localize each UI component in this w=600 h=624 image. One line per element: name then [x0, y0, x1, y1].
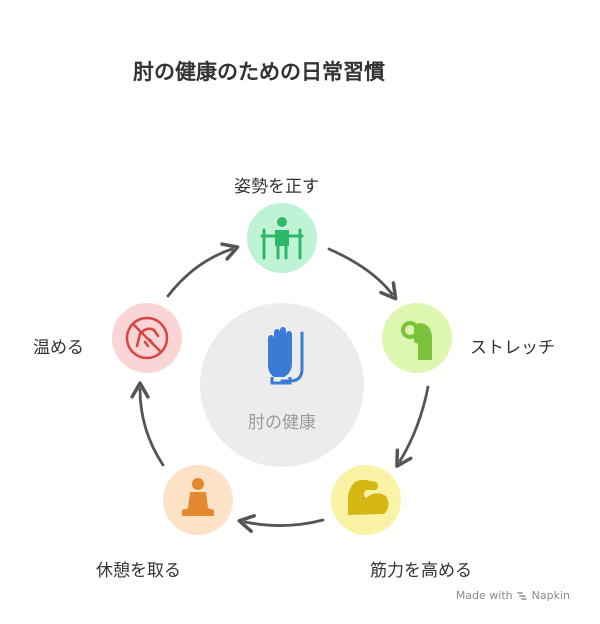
arrow-stretch-to-strength	[395, 385, 430, 468]
step-label-posture: 姿勢を正す	[234, 177, 319, 197]
step-label-rest: 休憩を取る	[96, 561, 181, 581]
arrow-rest-to-warm	[130, 381, 165, 467]
footer-brand: Napkin	[531, 589, 570, 602]
footer-made-with: Made with	[455, 589, 513, 602]
parallel-bars-posture-icon	[260, 217, 304, 260]
arrow-warm-to-posture	[166, 242, 240, 298]
step-label-strength: 筋力を高める	[370, 561, 472, 581]
meditating-person-icon	[182, 478, 214, 516]
no-cold-icon	[125, 316, 169, 360]
step-label-warm: 温める	[33, 338, 84, 358]
arrow-posture-to-stretch	[327, 247, 398, 301]
napkin-logo-icon	[517, 592, 527, 600]
center-circle	[200, 303, 364, 467]
step-label-stretch: ストレッチ	[470, 338, 555, 358]
diagram-title: 肘の健康のための日常習慣	[133, 60, 385, 84]
center-label: 肘の健康	[248, 413, 316, 433]
stretching-person-icon	[401, 321, 432, 360]
footer-credit: Made with Napkin	[456, 589, 570, 602]
arrow-strength-to-rest	[237, 514, 325, 533]
hand-glove-icon	[268, 327, 304, 385]
flexed-arm-icon	[348, 479, 389, 515]
